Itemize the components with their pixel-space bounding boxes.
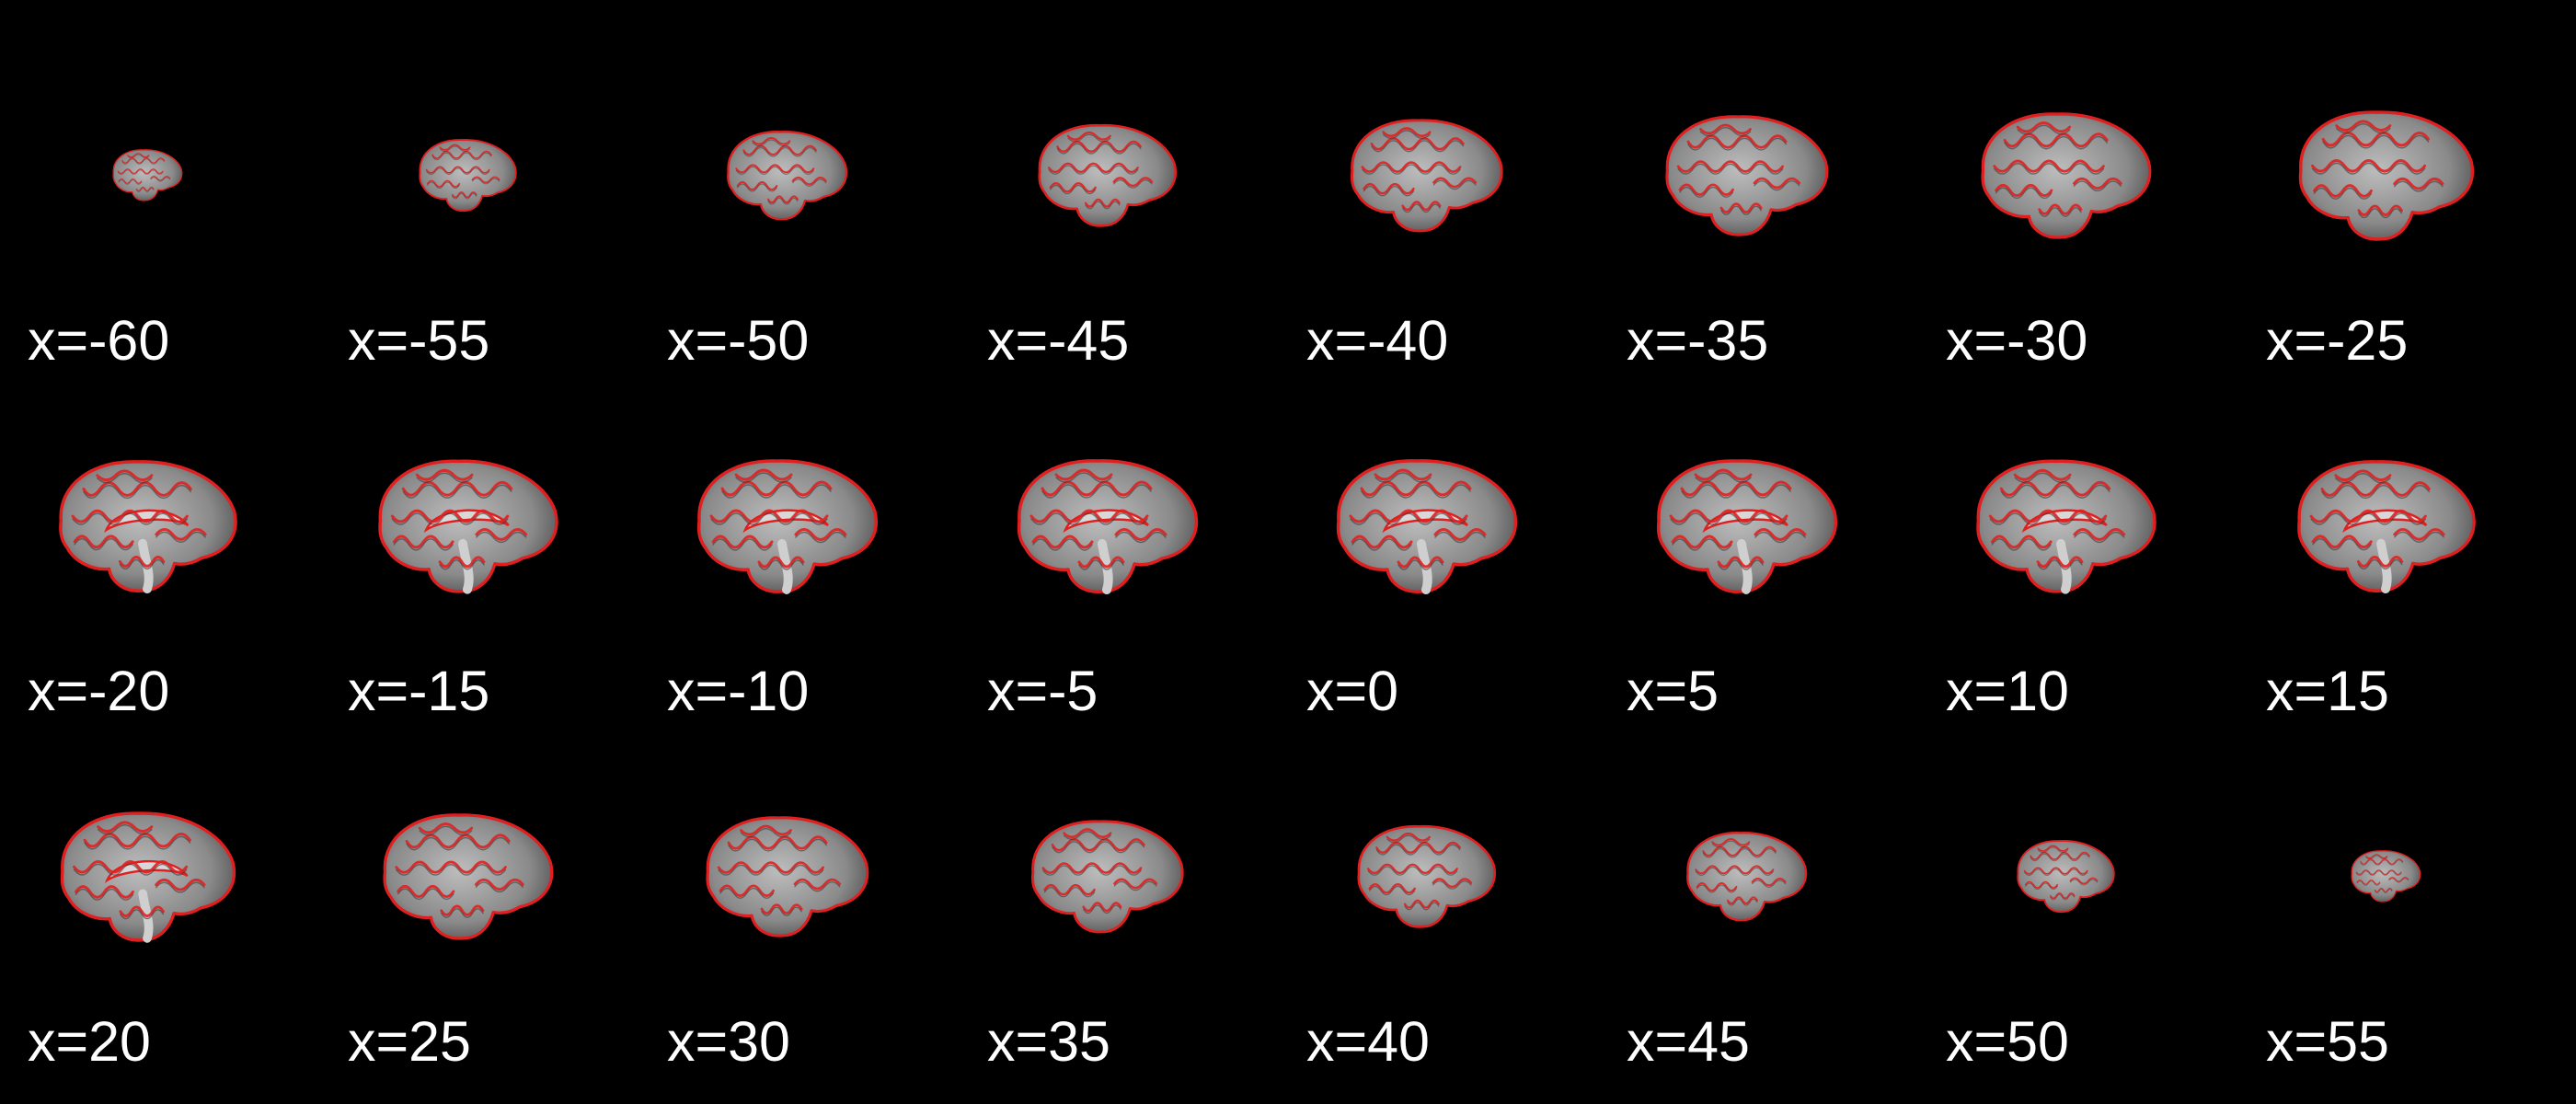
slice-panel: x=-50 — [639, 37, 960, 387]
brain-slice-image — [696, 459, 878, 594]
brain-slice-image — [1336, 459, 1518, 594]
brain-slice-image — [112, 149, 183, 201]
brain-slice-image — [419, 139, 517, 212]
slice-coordinate-label: x=-35 — [1627, 309, 1769, 372]
slice-coordinate-label: x=-30 — [1946, 309, 2088, 372]
slice-coordinate-label: x=15 — [2266, 660, 2389, 722]
brain-slice-image — [1981, 112, 2152, 239]
slice-panel: x=55 — [2238, 738, 2559, 1088]
slice-panel: x=-25 — [2238, 37, 2559, 387]
slice-coordinate-label: x=35 — [987, 1010, 1110, 1073]
slice-coordinate-label: x=25 — [348, 1010, 471, 1073]
slice-panel: x=30 — [639, 738, 960, 1088]
slice-panel: x=-5 — [960, 387, 1280, 738]
slice-panel: x=35 — [960, 738, 1280, 1088]
slice-panel: x=-20 — [0, 387, 320, 738]
slice-panel: x=-60 — [0, 37, 320, 387]
brain-slice-image — [1976, 459, 2156, 594]
slice-coordinate-label: x=-40 — [1306, 309, 1449, 372]
brain-slice-image — [2351, 850, 2421, 903]
brain-slice-image — [60, 811, 236, 943]
slice-coordinate-label: x=-60 — [28, 309, 170, 372]
slice-panel: x=-30 — [1918, 37, 2238, 387]
brain-slice-image — [378, 459, 558, 594]
slice-panel: x=-15 — [320, 387, 640, 738]
brain-slice-image — [706, 816, 869, 937]
slice-coordinate-label: x=-15 — [348, 660, 490, 722]
slice-coordinate-label: x=50 — [1946, 1010, 2069, 1073]
slice-panel: x=25 — [320, 738, 640, 1088]
slice-panel: x=-35 — [1599, 37, 1919, 387]
brain-slice-image — [1030, 820, 1184, 934]
slice-panel: x=40 — [1279, 738, 1599, 1088]
slice-coordinate-label: x=30 — [667, 1010, 790, 1073]
slice-panel: x=10 — [1918, 387, 2238, 738]
slice-coordinate-label: x=5 — [1627, 660, 1719, 722]
slice-panel: x=-45 — [960, 37, 1280, 387]
slice-panel: x=20 — [0, 738, 320, 1088]
slice-panel: x=15 — [2238, 387, 2559, 738]
slice-panel: x=-40 — [1279, 37, 1599, 387]
slice-coordinate-label: x=-25 — [2266, 309, 2409, 372]
slice-panel: x=-10 — [639, 387, 960, 738]
brain-slice-image — [1686, 832, 1808, 922]
brain-slice-image — [383, 813, 554, 940]
brain-slice-image — [2017, 840, 2115, 913]
slice-panel: x=5 — [1599, 387, 1919, 738]
brain-slice-image — [1656, 459, 1837, 594]
slice-coordinate-label: x=40 — [1306, 1010, 1430, 1073]
slice-coordinate-label: x=-50 — [667, 309, 810, 372]
slice-coordinate-label: x=0 — [1306, 660, 1399, 722]
brain-slice-image — [727, 131, 848, 221]
slice-coordinate-label: x=-10 — [667, 660, 810, 722]
brain-slice-image — [1665, 115, 1829, 236]
slice-coordinate-label: x=-55 — [348, 309, 490, 372]
slice-coordinate-label: x=-45 — [987, 309, 1130, 372]
brain-slice-image — [1038, 123, 1177, 227]
slice-coordinate-label: x=55 — [2266, 1010, 2389, 1073]
slice-coordinate-label: x=-20 — [28, 660, 170, 722]
slice-coordinate-label: x=-5 — [987, 660, 1098, 722]
brain-slice-image — [2297, 460, 2476, 593]
slice-coordinate-label: x=10 — [1946, 660, 2069, 722]
slice-panel: x=45 — [1599, 738, 1919, 1088]
brain-slice-image — [1017, 459, 1199, 594]
slice-panel: x=-55 — [320, 37, 640, 387]
brain-slice-image — [59, 460, 237, 593]
brain-slice-image — [2298, 110, 2475, 241]
brain-slice-image — [1350, 119, 1503, 233]
slice-coordinate-label: x=20 — [28, 1010, 151, 1073]
brain-slice-image — [1357, 824, 1496, 928]
slice-panel: x=0 — [1279, 387, 1599, 738]
slice-coordinate-label: x=45 — [1627, 1010, 1750, 1073]
slice-panel: x=50 — [1918, 738, 2238, 1088]
